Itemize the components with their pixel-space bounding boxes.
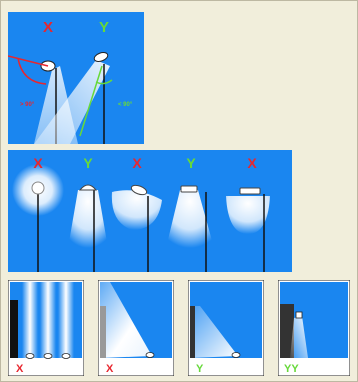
ground-fixture-icon-1 xyxy=(26,354,34,359)
light-column-1 xyxy=(22,282,38,358)
building-silhouette xyxy=(10,300,18,358)
bottom-panel-2-illustration: X xyxy=(98,280,174,376)
middle-panel: X Y X Y X xyxy=(8,150,292,272)
bad-angle-label: > 90° xyxy=(20,102,35,108)
bottom-mark-4: YY xyxy=(284,363,299,375)
ground-fixture-icon xyxy=(146,353,154,358)
ground-fixture-icon-2 xyxy=(44,354,52,359)
light-column-2 xyxy=(40,282,56,358)
middle-mark-5: X xyxy=(247,155,257,171)
middle-mark-1: X xyxy=(33,155,43,171)
globe-fixture-icon xyxy=(32,182,44,194)
ground-fixture-icon-3 xyxy=(62,354,70,359)
bottom-panel-1-illustration: X xyxy=(8,280,84,376)
top-panel-illustration: X Y > 90° < 90° xyxy=(8,12,144,144)
bottom-panel-4: YY xyxy=(278,280,350,376)
flat-fixture-icon-4 xyxy=(181,186,197,192)
bottom-panel-3-illustration: Y xyxy=(188,280,264,376)
middle-panel-illustration: X Y X Y X xyxy=(8,150,292,272)
top-panel: X Y > 90° < 90° xyxy=(8,12,144,144)
wall-fixture-icon xyxy=(296,312,302,318)
ground-fixture-icon xyxy=(232,353,240,358)
top-good-mark: Y xyxy=(99,19,109,36)
good-angle-label: < 90° xyxy=(118,102,133,108)
bottom-mark-1: X xyxy=(16,363,24,375)
flat-fixture-icon-5 xyxy=(240,188,260,194)
middle-mark-4: Y xyxy=(186,155,196,171)
bottom-panel-3: Y xyxy=(188,280,264,376)
bottom-panel-2: X xyxy=(98,280,174,376)
bottom-panel-4-illustration: YY xyxy=(278,280,350,376)
building-wall xyxy=(100,306,106,358)
light-column-3 xyxy=(58,282,74,358)
building-wall xyxy=(190,306,195,358)
bottom-mark-3: Y xyxy=(196,363,204,375)
middle-mark-3: X xyxy=(132,155,142,171)
middle-mark-2: Y xyxy=(83,155,93,171)
bottom-mark-2: X xyxy=(106,363,114,375)
top-bad-mark: X xyxy=(43,19,53,36)
bottom-panel-1: X xyxy=(8,280,84,376)
